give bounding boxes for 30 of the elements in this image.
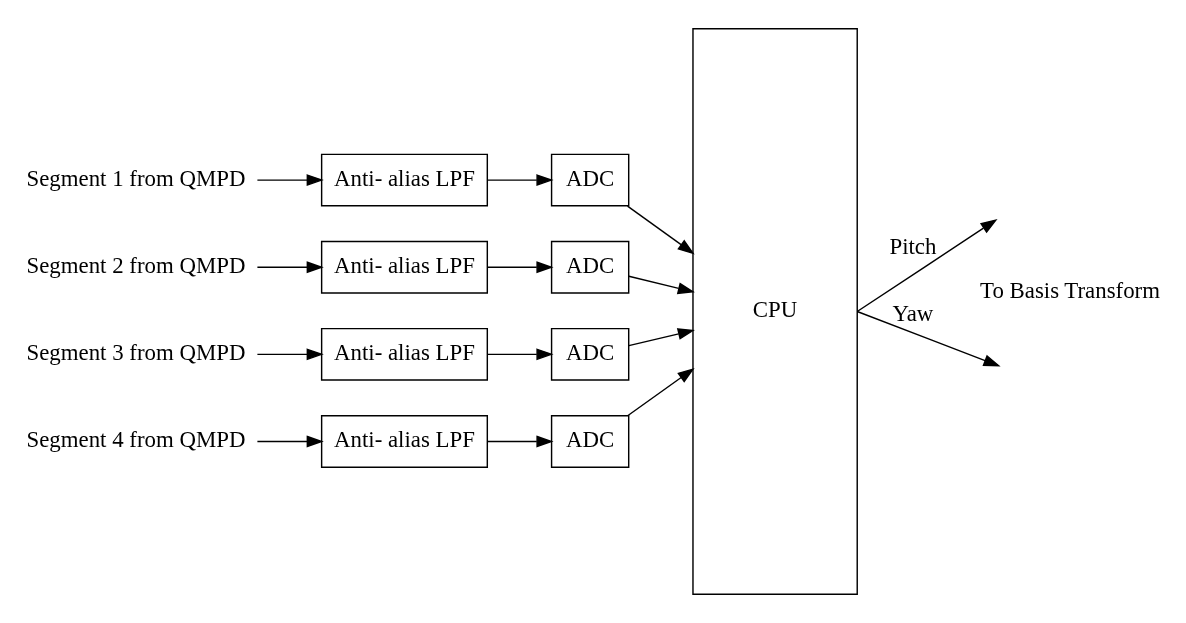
arrow [628,328,695,347]
arrow [256,348,324,361]
arrow [256,261,324,274]
node-box: Anti- alias LPF [320,327,489,381]
node-text: Segment 1 from QMPD [26,165,246,191]
node-box: ADC [550,153,630,207]
arrow [486,435,554,448]
arrow [486,348,554,361]
node-text: Segment 3 from QMPD [26,339,246,365]
arrow [486,261,554,274]
edge-label: Pitch [889,234,937,260]
node-box: ADC [550,240,630,294]
arrow [626,205,695,255]
node-text: Segment 2 from QMPD [26,252,246,278]
arrow [856,310,1001,367]
node-box: Anti- alias LPF [320,153,489,207]
edge-label: Yaw [892,301,934,327]
arrow [256,435,324,448]
arrow [628,275,695,295]
node-box: Anti- alias LPF [320,415,489,468]
node-box: ADC [550,415,630,468]
arrow [486,174,554,187]
node-box: ADC [550,327,630,381]
arrow [627,367,695,417]
node-text: Segment 4 from QMPD [26,426,246,452]
arrow [856,218,998,313]
node-box: CPU [692,28,858,595]
arrow [256,174,324,187]
node-box: Anti- alias LPF [320,240,489,294]
node-text: To Basis Transform [980,278,1160,304]
